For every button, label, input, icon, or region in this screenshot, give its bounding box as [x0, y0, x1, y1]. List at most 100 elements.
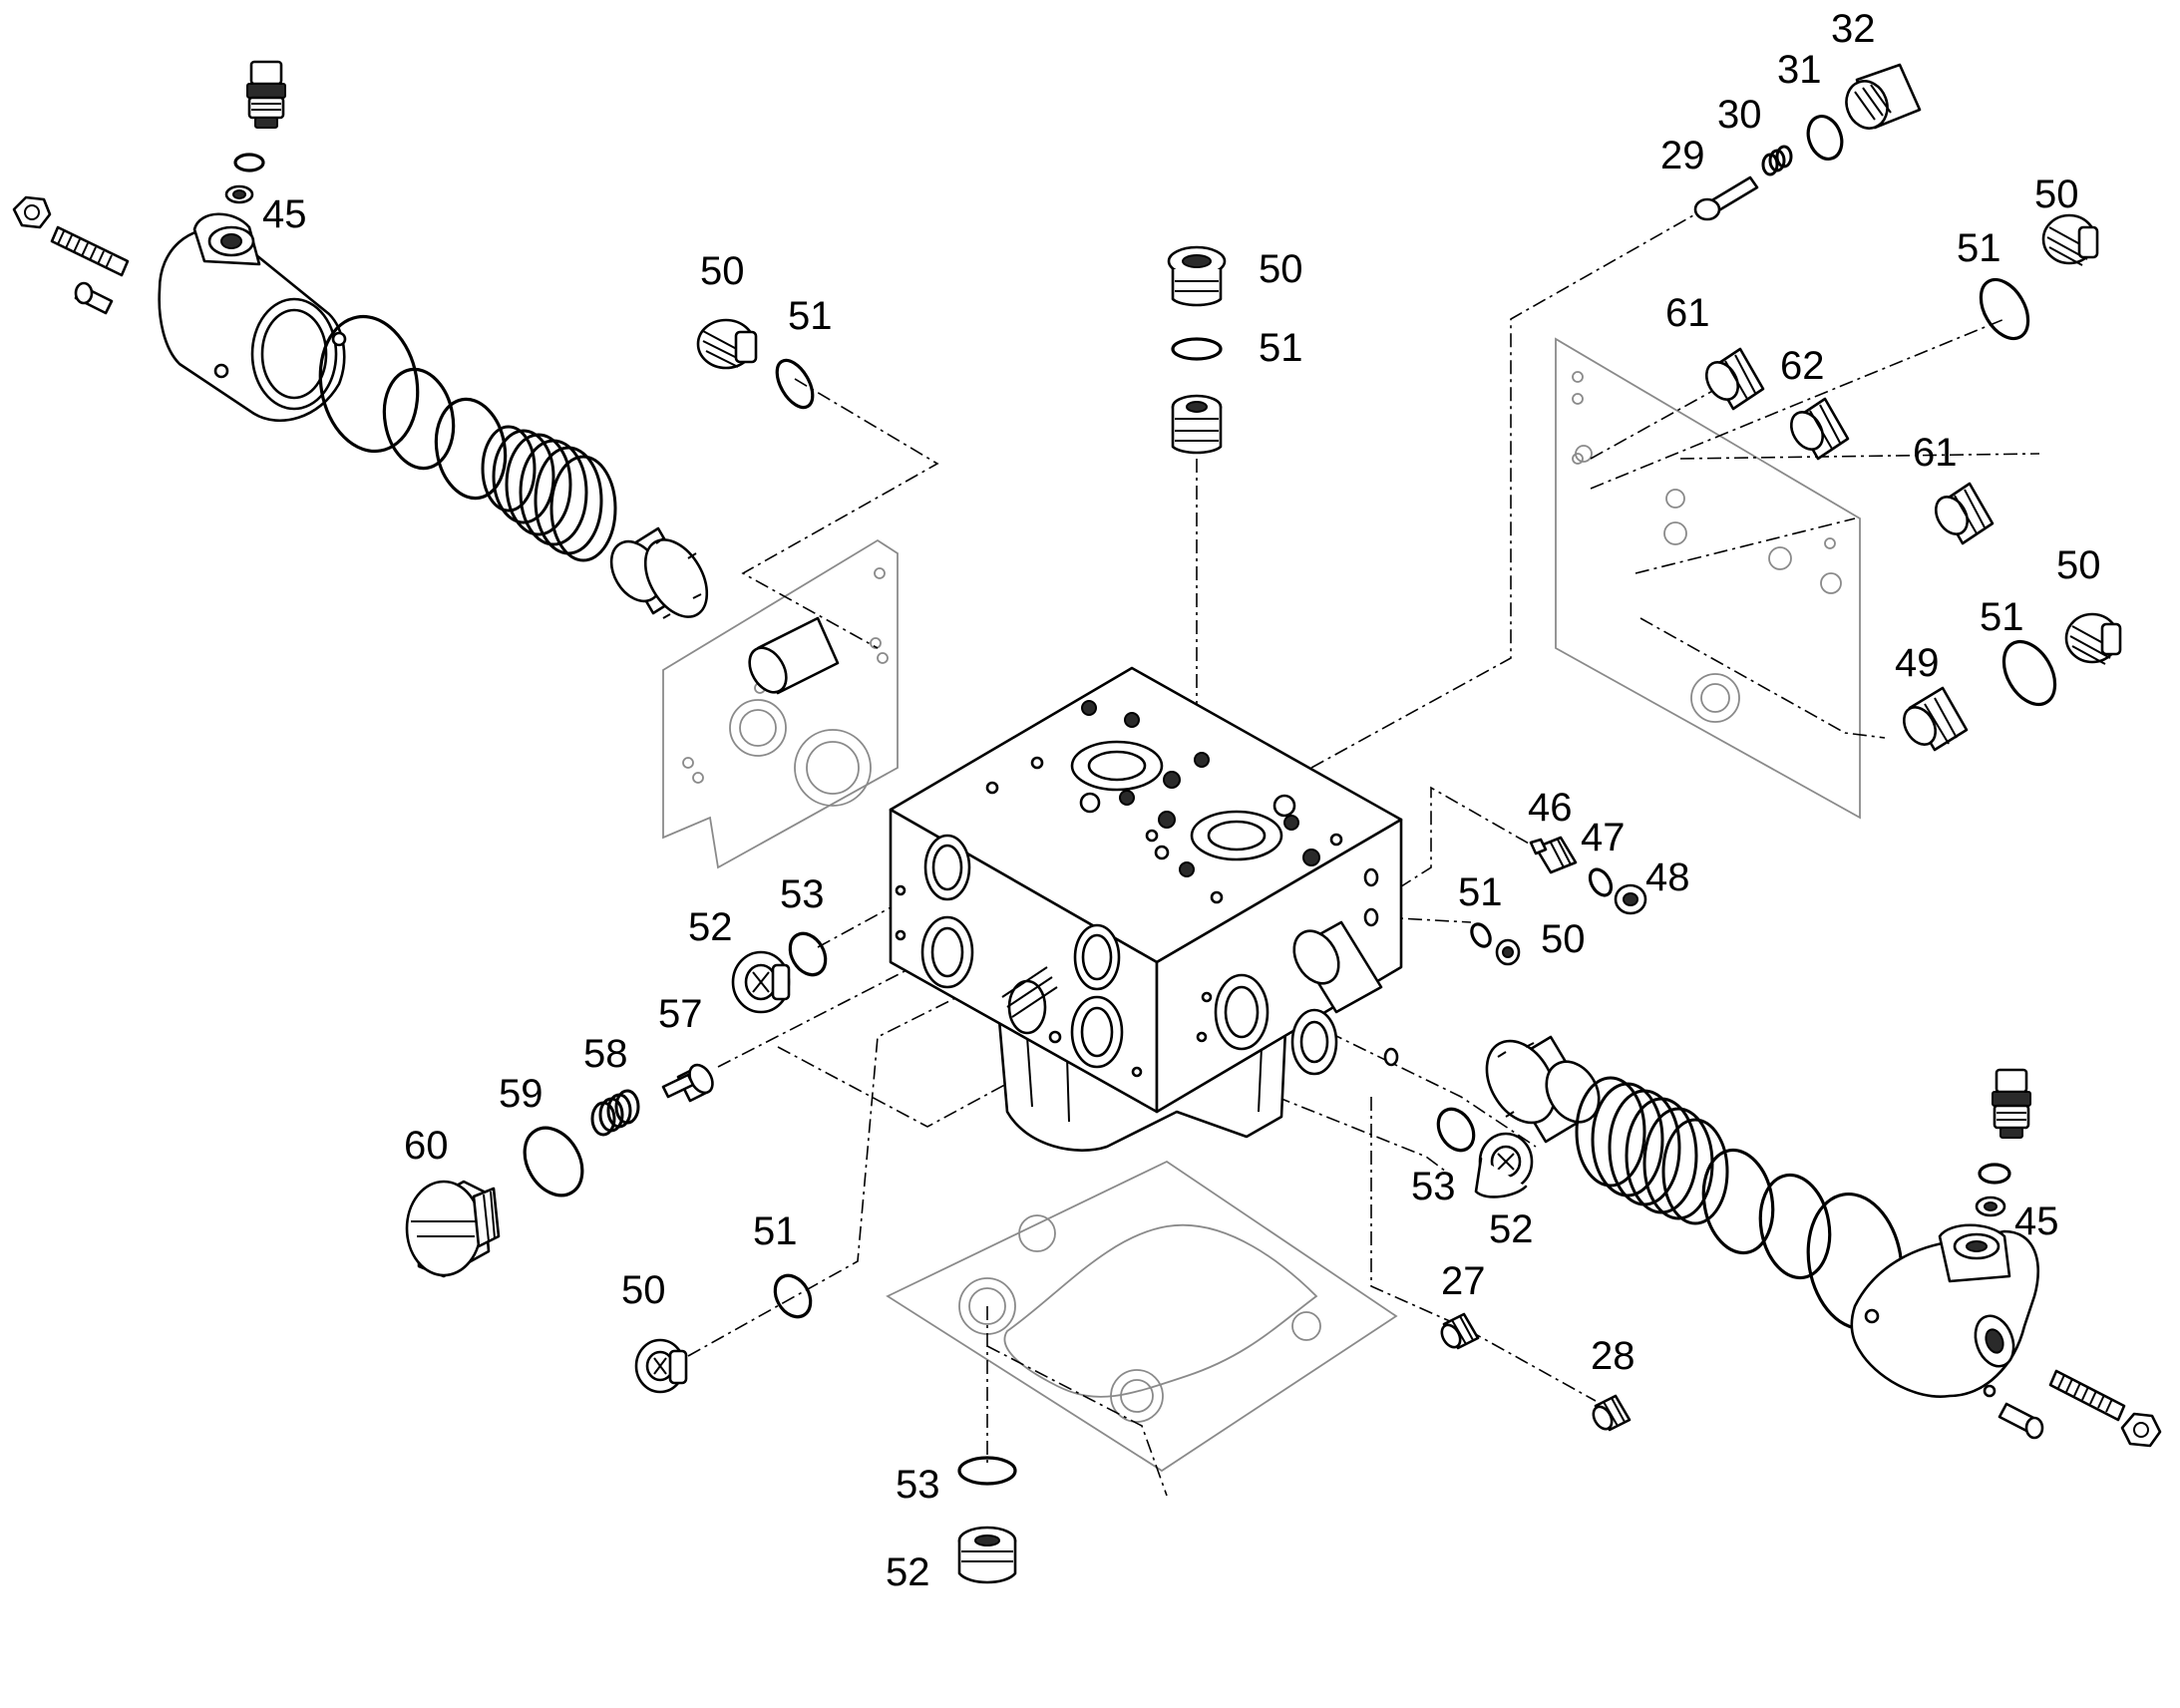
flange-housing-bottom-right	[1850, 1223, 2039, 1398]
bolt-long-top-left	[50, 225, 130, 277]
plug-50-e	[1495, 938, 1521, 966]
callout-50-e: 50	[1541, 917, 1586, 961]
leader-lines	[687, 193, 2040, 1497]
callout-51-d: 51	[1980, 595, 2024, 639]
valve-46	[1529, 836, 1578, 874]
oring-large-2	[382, 367, 456, 471]
bolt-short-top-left	[74, 281, 114, 315]
callout-51-e: 51	[1458, 870, 1503, 914]
callout-52-a: 52	[688, 905, 733, 949]
sleeve-61-b	[1934, 482, 1995, 545]
sleeve-62	[1789, 397, 1850, 461]
plug-52-b	[1474, 1132, 1534, 1198]
oring-47	[1588, 867, 1614, 897]
plug-50-a	[696, 318, 758, 370]
callout-53-c: 53	[896, 1463, 940, 1507]
callout-58: 58	[583, 1032, 628, 1076]
callout-49: 49	[1895, 641, 1940, 685]
setscrew-27	[1440, 1312, 1480, 1350]
setscrew-28	[1592, 1394, 1632, 1432]
bolt-short-bottom-right	[1998, 1402, 2044, 1440]
oring-large-4	[1701, 1148, 1775, 1255]
callout-51-b: 51	[1259, 326, 1303, 370]
oring-31	[1806, 115, 1844, 161]
sleeve-61-a	[1704, 347, 1765, 411]
nut-top-left	[12, 195, 52, 229]
valve-block	[889, 666, 1403, 1152]
oring-45-top	[233, 153, 265, 172]
pin-57	[661, 1063, 714, 1103]
callout-51-a: 51	[788, 294, 833, 338]
oring-51-a	[775, 358, 815, 410]
spring-bottom-right	[1575, 1076, 1729, 1225]
gasket-left	[662, 538, 899, 869]
oring-51-f	[773, 1273, 813, 1319]
spring-top-left	[481, 425, 617, 562]
plug-50-b	[1167, 245, 1227, 307]
washer-45-top	[224, 184, 254, 204]
plug-52-c	[957, 1526, 1017, 1584]
oring-53-a	[788, 931, 828, 977]
plug-32	[1845, 63, 1922, 130]
callout-31: 31	[1777, 48, 1822, 92]
callout-45-top: 45	[262, 192, 307, 236]
plug-60	[405, 1180, 501, 1278]
fitting-top-left	[246, 60, 286, 129]
callout-50-a: 50	[700, 249, 745, 293]
oring-51-c	[1979, 277, 2030, 341]
oring-59	[523, 1126, 584, 1197]
callout-29: 29	[1660, 134, 1705, 177]
spring-58	[590, 1089, 640, 1137]
callout-50-c: 50	[2034, 172, 2079, 216]
sleeve-bottom-right	[1485, 1035, 1601, 1144]
plug-50-d	[2064, 612, 2122, 665]
insert-center	[1171, 394, 1223, 455]
callout-59: 59	[499, 1072, 544, 1116]
sleeve-49	[1902, 686, 1969, 752]
gasket-bottom	[886, 1160, 1398, 1473]
callout-53-a: 53	[780, 872, 825, 916]
callout-61-b: 61	[1913, 431, 1958, 475]
oring-51-e	[1470, 922, 1492, 948]
callout-61-a: 61	[1665, 291, 1710, 335]
callout-50-d: 50	[2056, 543, 2101, 587]
callout-48: 48	[1645, 855, 1690, 899]
callout-50-f: 50	[621, 1268, 666, 1312]
callout-52-c: 52	[886, 1550, 930, 1594]
callout-53-b: 53	[1411, 1165, 1456, 1208]
plug-52-a	[731, 950, 791, 1014]
callout-57: 57	[658, 992, 703, 1036]
pin-29	[1693, 175, 1759, 221]
plug-50-f	[634, 1338, 688, 1394]
callout-62: 62	[1780, 344, 1825, 388]
callout-51-c: 51	[1957, 226, 2001, 270]
flange-housing-top-left	[158, 212, 347, 422]
callout-52-b: 52	[1489, 1207, 1534, 1251]
oring-51-b	[1171, 337, 1223, 361]
nut-48	[1614, 883, 1647, 915]
oring-51-d	[2001, 639, 2057, 707]
piston-right	[1292, 920, 1383, 1014]
washer-45-bottom	[1975, 1196, 2006, 1217]
callout-27: 27	[1441, 1259, 1486, 1303]
callout-labels: 45 29 30 31 32 50 51 50 51 50 51 61 62 6…	[262, 7, 2101, 1594]
spring-30	[1761, 145, 1793, 176]
bolt-long-bottom-right	[2048, 1369, 2126, 1422]
callout-32: 32	[1831, 7, 1876, 51]
oring-53-b	[1436, 1107, 1476, 1153]
fitting-bottom-right	[1992, 1068, 2031, 1139]
callout-50-b: 50	[1259, 247, 1303, 291]
piston-left	[748, 616, 840, 695]
callout-45-bottom: 45	[2014, 1199, 2059, 1243]
callout-60: 60	[404, 1124, 449, 1168]
oring-large-1	[318, 314, 420, 454]
callout-30: 30	[1717, 93, 1762, 137]
oring-53-c	[957, 1456, 1017, 1486]
nut-bottom-right	[2120, 1412, 2162, 1448]
oring-large-5	[1758, 1173, 1832, 1280]
callout-47: 47	[1581, 816, 1626, 859]
plug-50-c	[2041, 213, 2099, 266]
oring-45-bottom	[1978, 1163, 2011, 1185]
